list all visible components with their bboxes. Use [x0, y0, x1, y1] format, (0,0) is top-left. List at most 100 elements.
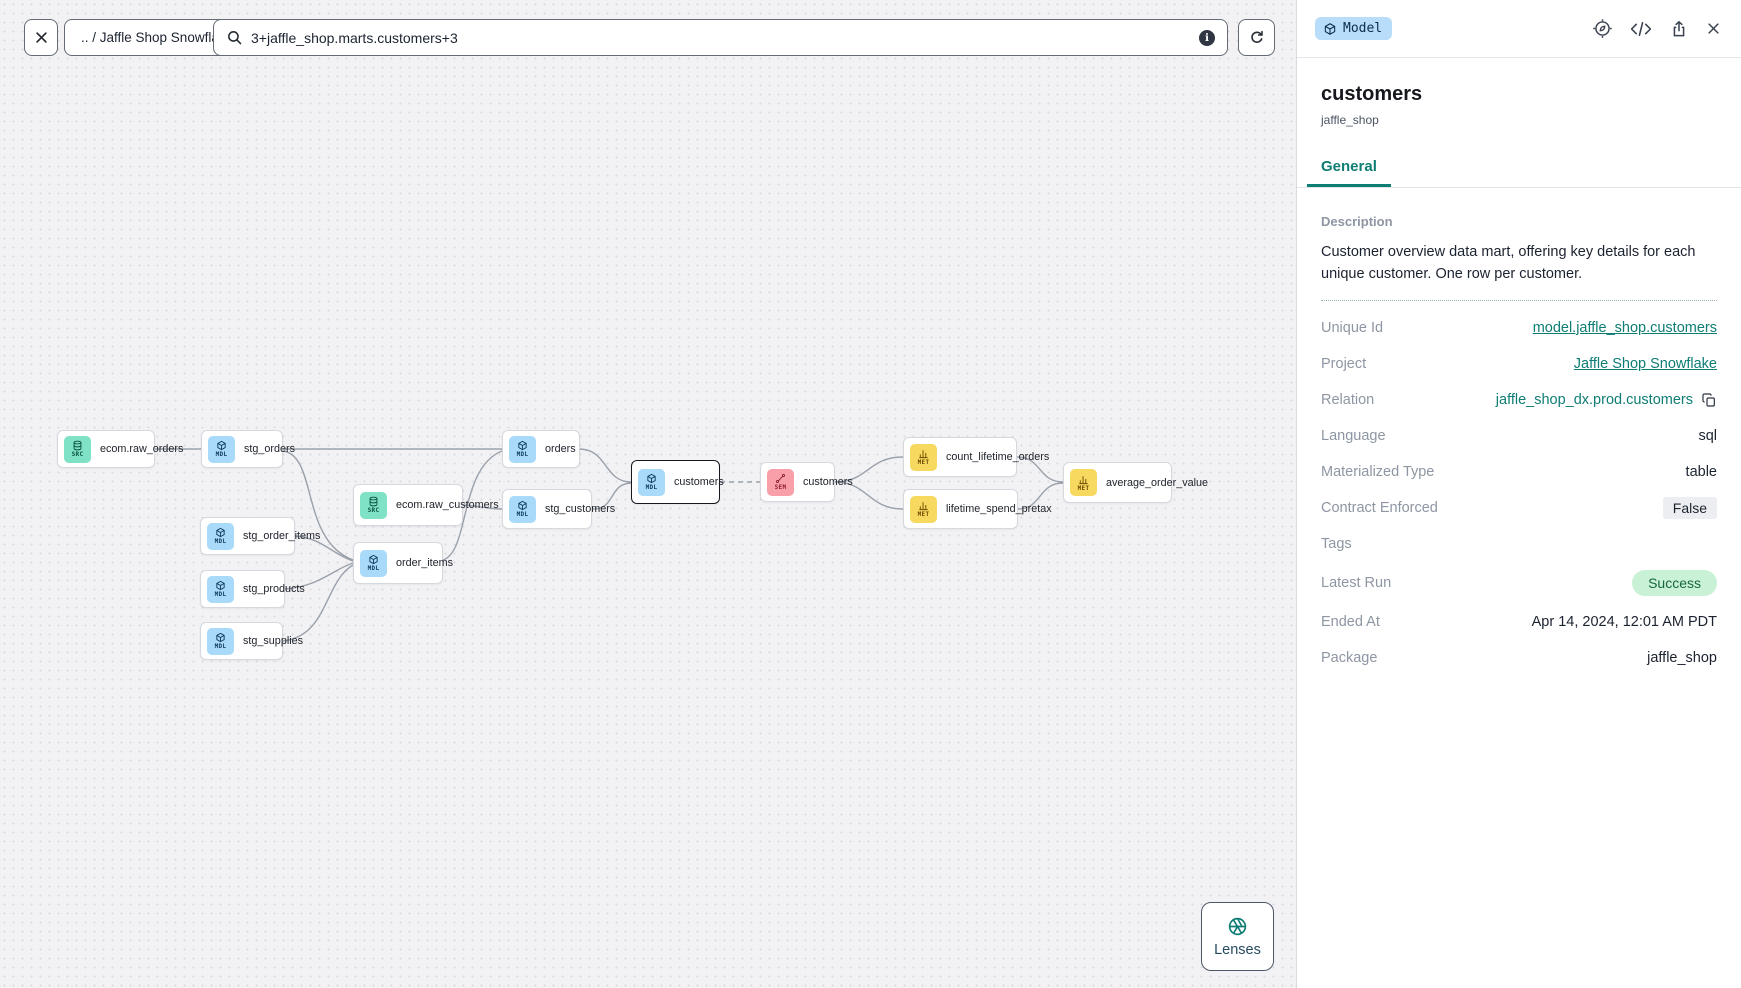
refresh-button[interactable] — [1238, 19, 1275, 56]
row-label: Contract Enforced — [1321, 499, 1438, 516]
node-label: customers — [803, 476, 853, 488]
tab-general[interactable]: General — [1307, 158, 1391, 187]
refresh-icon — [1250, 30, 1263, 43]
cube-icon: MDL — [208, 435, 235, 463]
edge-customers-sem-to-count_lifetime_orders — [834, 456, 904, 483]
node-label: customers — [674, 476, 724, 488]
language-row: Language sql — [1321, 418, 1717, 454]
copy-icon[interactable] — [1701, 392, 1717, 408]
ended-at-value: Apr 14, 2024, 12:01 AM PDT — [1531, 613, 1717, 630]
row-label: Package — [1321, 649, 1378, 666]
graph-node-stg_supplies[interactable]: MDL stg_supplies — [200, 622, 303, 660]
package-value: jaffle_shop — [1647, 649, 1717, 666]
description-text: Customer overview data mart, offering ke… — [1321, 244, 1696, 282]
row-label: Language — [1321, 427, 1386, 444]
unique-id-row: Unique Id model.jaffle_shop.customers — [1321, 310, 1717, 346]
lenses-button[interactable]: Lenses — [1201, 902, 1274, 971]
unique-id-link[interactable]: model.jaffle_shop.customers — [1532, 319, 1717, 336]
edge-order_items-to-orders — [442, 450, 503, 561]
edge-stg_supplies-to-order_items — [282, 564, 354, 642]
cube-icon: MDL — [207, 522, 234, 550]
graph-node-ecom-raw_orders[interactable]: SRC ecom.raw_orders — [57, 430, 183, 468]
edge-stg_order_items-to-order_items — [294, 535, 354, 562]
package-subtitle: jaffle_shop — [1321, 113, 1379, 127]
description-label: Description — [1321, 214, 1393, 229]
node-label: lifetime_spend_pretax — [946, 503, 1052, 515]
graph-node-stg_products[interactable]: MDL stg_products — [200, 570, 305, 608]
cube-icon: MDL — [207, 575, 234, 603]
row-label: Tags — [1321, 535, 1352, 552]
panel-actions — [1592, 18, 1721, 39]
row-label: Unique Id — [1321, 319, 1384, 336]
edge-orders-to-customers — [579, 448, 632, 483]
graph-node-stg_orders[interactable]: MDL stg_orders — [201, 430, 295, 468]
cube-icon: MDL — [638, 468, 665, 496]
panel-body: customers jaffle_shop General Descriptio… — [1297, 58, 1741, 988]
row-label: Project — [1321, 355, 1367, 372]
node-label: stg_orders — [244, 443, 296, 455]
node-label: order_items — [396, 557, 454, 569]
row-label: Ended At — [1321, 613, 1380, 630]
cube-icon — [1324, 22, 1336, 35]
cube-icon: MDL — [360, 549, 387, 577]
materialized-type-row: Materialized Type table — [1321, 454, 1717, 490]
language-value: sql — [1698, 427, 1717, 444]
share-button[interactable] — [1669, 19, 1689, 39]
edge-stg_orders-to-order_items — [282, 450, 354, 561]
cube-icon: MDL — [509, 495, 536, 523]
edge-count_lifetime_orders-to-average_order_value — [1016, 456, 1064, 483]
materialized-type-value: table — [1685, 463, 1717, 480]
compass-icon — [1593, 19, 1612, 38]
explore-lineage-button[interactable] — [1592, 18, 1613, 39]
code-icon — [1630, 21, 1652, 36]
close-lineage-button[interactable] — [24, 19, 58, 56]
details-panel: Model — [1296, 0, 1741, 988]
ended-at-row: Ended At Apr 14, 2024, 12:01 AM PDT — [1321, 604, 1717, 640]
node-label: ecom.raw_orders — [100, 443, 184, 455]
tags-row: Tags — [1321, 526, 1717, 562]
search-icon — [228, 31, 242, 45]
cube-icon: MDL — [207, 627, 234, 655]
resource-type-label: Model — [1343, 21, 1383, 36]
row-label: Latest Run — [1321, 574, 1392, 591]
info-icon[interactable]: i — [1199, 29, 1215, 46]
node-label: stg_supplies — [243, 635, 304, 647]
graph-node-orders[interactable]: MDL orders — [502, 430, 580, 468]
node-label: count_lifetime_orders — [946, 451, 1050, 463]
package-row: Package jaffle_shop — [1321, 640, 1717, 676]
search-input[interactable] — [251, 29, 1191, 46]
bar-chart-icon: MET — [1070, 469, 1097, 496]
detail-rows: Unique Id model.jaffle_shop.customers Pr… — [1321, 310, 1717, 676]
relation-row: Relation jaffle_shop_dx.prod.customers — [1321, 382, 1717, 418]
page-title: customers — [1321, 83, 1423, 105]
breadcrumb-label: .. / Jaffle Shop Snowflake — [81, 30, 234, 45]
edge-stg_products-to-order_items — [284, 562, 354, 590]
lineage-edges — [155, 448, 1064, 642]
lineage-search[interactable]: i — [213, 19, 1228, 56]
contract-enforced-row: Contract Enforced False — [1321, 490, 1717, 526]
contract-enforced-chip: False — [1662, 496, 1717, 519]
lenses-aperture-icon — [1228, 917, 1247, 935]
lenses-label: Lenses — [1214, 941, 1261, 958]
graph-node-order_items[interactable]: MDL order_items — [353, 542, 453, 584]
code-view-button[interactable] — [1630, 21, 1652, 37]
database-icon: SRC — [64, 435, 91, 463]
graph-node-customers[interactable]: MDL customers — [631, 460, 724, 504]
panel-header: Model — [1297, 0, 1741, 58]
close-panel-button[interactable] — [1706, 21, 1721, 36]
cube-icon: MDL — [509, 435, 536, 463]
node-label: stg_products — [243, 583, 305, 595]
graph-node-count_lifetime_orders[interactable]: MET count_lifetime_orders — [903, 437, 1049, 477]
resource-type-badge: Model — [1315, 17, 1393, 40]
node-label: orders — [545, 443, 576, 455]
bar-chart-icon: MET — [910, 443, 937, 471]
close-icon — [1708, 23, 1719, 34]
project-link[interactable]: Jaffle Shop Snowflake — [1573, 355, 1717, 372]
